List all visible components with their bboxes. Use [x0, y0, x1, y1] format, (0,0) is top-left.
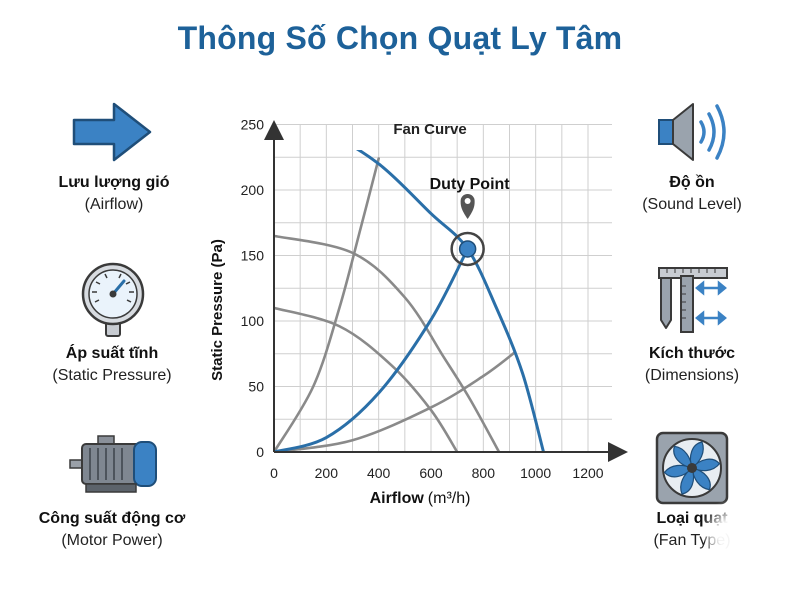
y-tick-label: 250: [241, 117, 265, 133]
pressure-gauge-icon: [78, 262, 148, 343]
motor-power-label-en: (Motor Power): [61, 532, 163, 549]
motor-power-label-vi: Công suất động cơ: [38, 510, 186, 527]
chart-title: Fan Curve: [393, 121, 466, 138]
x-axis-title-unit: (m³/h): [428, 490, 471, 507]
grey-pressure-curve-line: [274, 234, 501, 452]
x-tick-label: 1200: [572, 465, 603, 481]
chart-grid: [274, 124, 612, 452]
chart-ticks: 0 200 400 600 800 1000 1200 0 50 100 150 200 250: [241, 117, 604, 482]
static-pressure-label-en: (Static Pressure): [52, 367, 172, 384]
airflow-label-vi: Lưu lượng gió: [58, 174, 170, 191]
axial-fan-icon: [654, 430, 730, 511]
x-axis-title-main: Airflow: [370, 490, 425, 507]
airflow-label-en: (Airflow): [84, 196, 144, 213]
duty-point-ring: [450, 231, 485, 267]
y-tick-label: 150: [241, 248, 265, 264]
x-axis-title: Airflow(m³/h): [370, 490, 471, 507]
sound-level-item: Độ ồn (Sound Level): [592, 172, 792, 216]
dimensions-label-vi: Kích thước: [648, 345, 736, 362]
speaker-icon: [655, 100, 731, 169]
page-title: Thông Số Chọn Quạt Ly Tâm: [177, 20, 623, 56]
system-curve-line: [274, 247, 470, 452]
grey-pressure-curve-line: [274, 306, 459, 452]
duty-point-label: Duty Point: [430, 176, 511, 193]
y-axis-title: Static Pressure (Pa): [209, 239, 226, 381]
grey-system-curve-line: [274, 157, 380, 452]
x-tick-label: 800: [472, 465, 496, 481]
duty-point-dot: [458, 240, 477, 258]
x-tick-label: 200: [315, 465, 339, 481]
sound-level-label-en: (Sound Level): [642, 196, 742, 213]
location-pin-icon: [460, 193, 475, 219]
caliper-icon: [655, 262, 731, 343]
grey-system-curve-line: [274, 351, 517, 452]
airflow-item: Lưu lượng gió (Airflow): [14, 172, 214, 216]
x-tick-label: 1000: [520, 465, 551, 481]
duty-point-marker: Duty Point: [430, 176, 511, 267]
x-tick-label: 0: [270, 465, 278, 481]
x-tick-label: 400: [367, 465, 391, 481]
sound-level-label-vi: Độ ồn: [669, 174, 715, 191]
static-pressure-item: Áp suất tĩnh (Static Pressure): [12, 343, 212, 387]
electric-motor-icon: [68, 432, 160, 501]
y-tick-label: 200: [241, 182, 265, 198]
y-tick-label: 50: [248, 379, 264, 395]
arrow-right-icon: [70, 100, 154, 169]
static-pressure-label-vi: Áp suất tĩnh: [65, 345, 159, 362]
motor-power-item: Công suất động cơ (Motor Power): [12, 508, 212, 552]
x-tick-label: 600: [419, 465, 443, 481]
y-tick-label: 100: [241, 313, 265, 329]
image-fade-artifact: [705, 500, 765, 570]
dimensions-item: Kích thước (Dimensions): [592, 343, 792, 387]
dimensions-label-en: (Dimensions): [644, 367, 740, 384]
y-tick-label: 0: [256, 444, 264, 460]
